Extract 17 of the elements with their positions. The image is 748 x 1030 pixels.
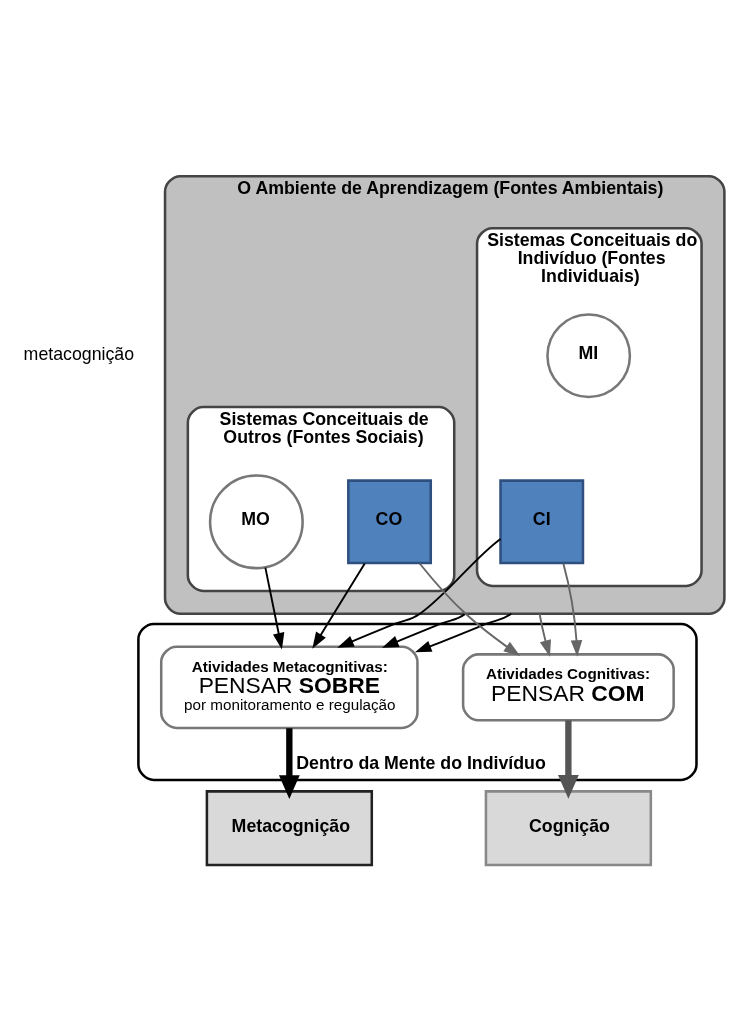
node-box: Metacognição bbox=[205, 789, 374, 866]
node-circle: MI bbox=[546, 312, 632, 398]
node-box: Cognição bbox=[484, 789, 653, 866]
node-box: Atividades Metacognitivas: PENSAR SOBRE por monitoramento e regulação bbox=[159, 645, 419, 729]
arrow bbox=[418, 562, 521, 656]
arrow bbox=[382, 612, 467, 648]
arrow bbox=[312, 561, 366, 649]
arrow bbox=[337, 537, 502, 648]
arrow bbox=[278, 727, 300, 799]
arrow bbox=[264, 566, 285, 649]
node-box: Atividades Cognitivas: PENSAR COM bbox=[461, 652, 675, 722]
node-circle: MO bbox=[208, 473, 304, 569]
node-box: CI bbox=[499, 478, 585, 564]
node-box: CO bbox=[347, 478, 433, 564]
label: metacognição bbox=[23, 343, 135, 364]
arrow bbox=[562, 561, 583, 657]
arrow bbox=[558, 719, 579, 799]
